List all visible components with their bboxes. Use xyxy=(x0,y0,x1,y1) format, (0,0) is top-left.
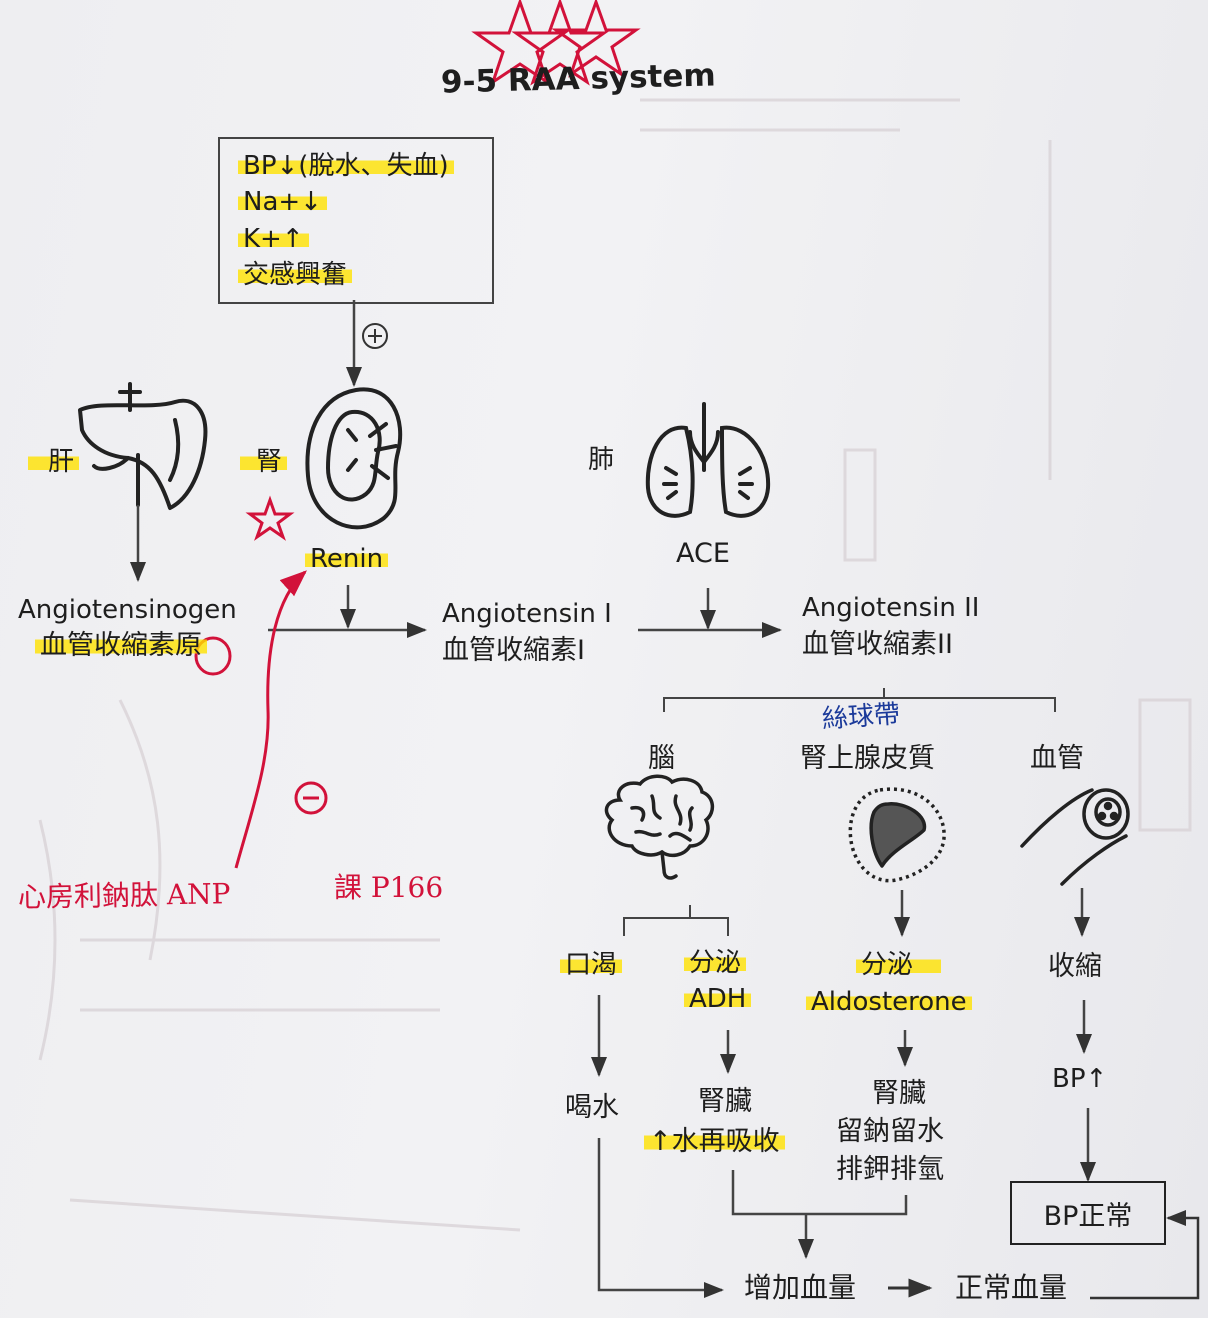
adrenal-label: 腎上腺皮質 xyxy=(800,743,935,774)
feedback-arrow xyxy=(1090,1210,1200,1300)
stimulus-k: K+↑ xyxy=(238,226,309,252)
brain-branch-lines xyxy=(623,905,729,936)
drink-label: 喝水 xyxy=(565,1092,619,1123)
liver-label: 肝 xyxy=(28,449,80,475)
angiotensin1-zh: 血管收縮素I xyxy=(442,635,585,666)
background-ghost-marks xyxy=(38,98,1192,1232)
plus-sign-circle xyxy=(362,323,388,349)
angiotensinogen-zh: 血管收縮素原 xyxy=(35,632,207,659)
angiotensin1-en: Angiotensin I xyxy=(442,599,612,629)
vessel-label: 血管 xyxy=(1030,743,1084,774)
zona-glomerulosa-note: 絲球帶 xyxy=(821,699,901,735)
lung-icon xyxy=(645,402,771,518)
liver-icon xyxy=(78,382,208,510)
ace-label: ACE xyxy=(676,538,730,569)
blood-vessel-icon xyxy=(1020,788,1130,886)
stimulus-bp: BP↓(脫水、失血) xyxy=(238,153,454,179)
brain-icon xyxy=(604,774,715,880)
increase-volume-label: 增加血量 xyxy=(744,1271,857,1304)
aldosterone-label: Aldosterone xyxy=(806,989,972,1015)
bp-normal-box: BP正常 xyxy=(1010,1181,1166,1245)
excrete-k-h-label: 排鉀排氫 xyxy=(836,1154,944,1185)
renin-label: Renin xyxy=(305,546,389,572)
lung-label: 肺 xyxy=(588,445,615,475)
target-bracket xyxy=(663,688,1056,712)
stimulus-sympathetic: 交感興奮 xyxy=(238,262,353,288)
thirst-label: 口渴 xyxy=(560,952,623,978)
angiotensinogen-en: Angiotensinogen xyxy=(18,595,237,625)
page-title: 9-5 RAA system xyxy=(440,57,717,101)
adh-secrete-label: 分泌 xyxy=(684,950,747,976)
brain-label: 腦 xyxy=(648,743,675,774)
angiotensin2-en: Angiotensin II xyxy=(802,593,980,623)
aldosterone-secrete-label: 分泌 xyxy=(856,952,942,978)
stimulus-box: BP↓(脫水、失血) Na+↓ K+↑ 交感興奮 xyxy=(218,137,494,304)
stimulus-na: Na+↓ xyxy=(238,189,327,215)
page-reference-note: 課 P166 xyxy=(334,871,444,904)
drink-to-increase-arrow xyxy=(597,1138,724,1298)
kidney-star-mark xyxy=(245,495,295,541)
adrenal-cortex-icon xyxy=(848,787,946,883)
bp-up-label: BP↑ xyxy=(1052,1064,1108,1094)
adh-kidney-label: 腎臟 xyxy=(698,1086,752,1117)
kidney-icon xyxy=(305,387,403,530)
aldosterone-kidney-label: 腎臟 xyxy=(872,1078,926,1109)
normal-volume-label: 正常血量 xyxy=(955,1271,1068,1304)
anp-note: 心房利鈉肽 ANP xyxy=(17,877,231,914)
retain-na-water-label: 留鈉留水 xyxy=(836,1116,944,1147)
bp-normal-label: BP正常 xyxy=(1043,1200,1133,1232)
constrict-label: 收縮 xyxy=(1048,951,1102,982)
angiotensin2-zh: 血管收縮素II xyxy=(802,629,953,660)
water-reabsorb-label: ↑水再吸收 xyxy=(644,1128,785,1155)
convergence-lines xyxy=(731,1170,908,1216)
adh-label: ADH xyxy=(684,986,752,1012)
importance-stars xyxy=(471,0,641,86)
minus-sign-circle xyxy=(294,781,328,815)
anp-inhibition-arrow xyxy=(234,570,308,869)
kidney-label: 腎 xyxy=(240,449,288,475)
